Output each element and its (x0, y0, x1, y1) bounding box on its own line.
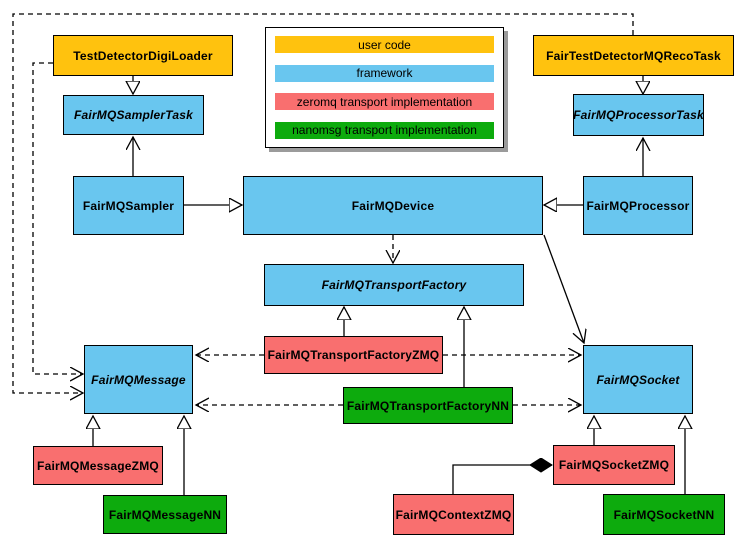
edge-device-socket-association (543, 234, 584, 343)
node-fairmqdevice: FairMQDevice (243, 176, 543, 235)
node-fairtestdetectormqrecotask: FairTestDetectorMQRecoTask (533, 35, 734, 76)
node-fairmqprocessor: FairMQProcessor (583, 176, 693, 235)
node-fairmqtransportfactoryzmq: FairMQTransportFactoryZMQ (264, 336, 443, 374)
legend-item-nanomsg: nanomsg transport implementation (275, 121, 494, 139)
node-fairmqtransportfactory: FairMQTransportFactory (264, 264, 524, 306)
node-fairmqcontextzmq: FairMQContextZMQ (393, 494, 514, 535)
node-fairmqsampler: FairMQSampler (73, 176, 184, 235)
edge-contextzmq-socketzmq-composition (452, 465, 552, 494)
node-fairmqtransportfactorynn: FairMQTransportFactoryNN (343, 387, 513, 424)
node-fairmqmessage: FairMQMessage (84, 345, 193, 414)
edge-digiloader-message-dependency (32, 62, 83, 374)
legend: user code framework zeromq transport imp… (265, 27, 504, 148)
legend-item-zeromq: zeromq transport implementation (275, 93, 494, 111)
legend-item-user-code: user code (275, 36, 494, 53)
node-fairmqsamplertask: FairMQSamplerTask (63, 95, 204, 135)
node-fairmqprocessortask: FairMQProcessorTask (573, 94, 704, 136)
node-fairmqsocket: FairMQSocket (583, 345, 693, 414)
node-fairmqsocketnn: FairMQSocketNN (603, 494, 725, 535)
legend-item-framework: framework (275, 64, 494, 82)
node-fairmqmessagezmq: FairMQMessageZMQ (33, 446, 163, 485)
node-fairmqsocketzmq: FairMQSocketZMQ (553, 445, 675, 485)
node-fairmqmessagenn: FairMQMessageNN (103, 495, 227, 534)
node-testdetectordigiloader: TestDetectorDigiLoader (53, 35, 233, 76)
edge-recotask-message-dependency (12, 13, 634, 393)
